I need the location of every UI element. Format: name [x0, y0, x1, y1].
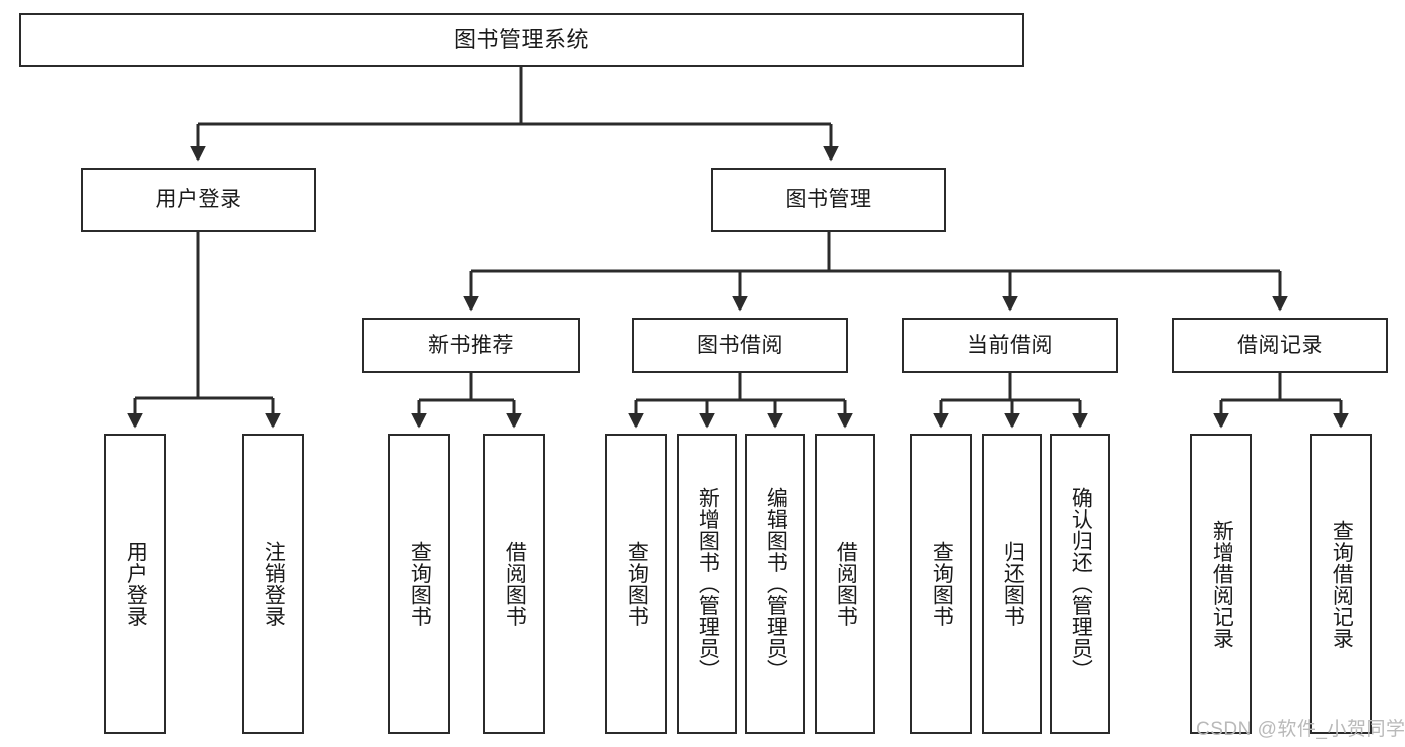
leaf-query-book-3[interactable]: 查询图书: [910, 434, 972, 734]
leaf-add-borrow-record[interactable]: 新增借阅记录: [1190, 434, 1252, 734]
leaf-return-book[interactable]: 归还图书: [982, 434, 1042, 734]
leaf-logout-login[interactable]: 注销登录: [242, 434, 304, 734]
leaf-query-borrow-record[interactable]: 查询借阅记录: [1310, 434, 1372, 734]
node-new-book-recommend[interactable]: 新书推荐: [362, 318, 580, 373]
node-user-login[interactable]: 用户登录: [81, 168, 316, 232]
node-borrow-record[interactable]: 借阅记录: [1172, 318, 1388, 373]
node-book-borrow[interactable]: 图书借阅: [632, 318, 848, 373]
node-current-borrow[interactable]: 当前借阅: [902, 318, 1118, 373]
node-root-system[interactable]: 图书管理系统: [19, 13, 1024, 67]
csdn-watermark: CSDN @软件_小贺同学: [1196, 719, 1405, 740]
leaf-query-book-2[interactable]: 查询图书: [605, 434, 667, 734]
leaf-add-book[interactable]: 新增图书（管理员）: [677, 434, 737, 734]
leaf-confirm-return[interactable]: 确认归还（管理员）: [1050, 434, 1110, 734]
leaf-borrow-book-1[interactable]: 借阅图书: [483, 434, 545, 734]
leaf-query-book-1[interactable]: 查询图书: [388, 434, 450, 734]
leaf-user-login[interactable]: 用户登录: [104, 434, 166, 734]
leaf-edit-book[interactable]: 编辑图书（管理员）: [745, 434, 805, 734]
node-book-manage[interactable]: 图书管理: [711, 168, 946, 232]
leaf-borrow-book-2[interactable]: 借阅图书: [815, 434, 875, 734]
